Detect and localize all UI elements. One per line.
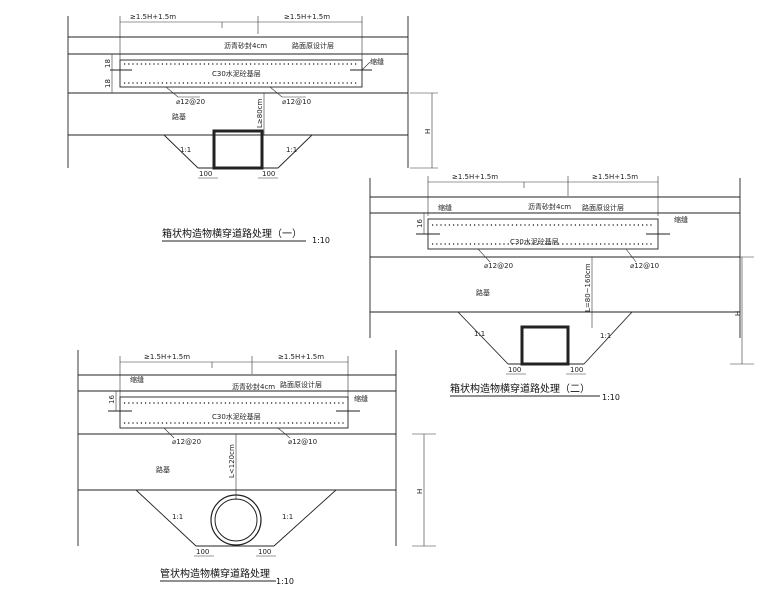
diagram-title: 管状构造物横穿道路处理 [160,567,270,580]
slope-left-label: 1:1 [474,330,485,338]
rebar-spacing-20-label: ⌀12@20 [484,262,513,270]
slope-right-label: 1:1 [282,513,293,521]
dim-left-label: ≥1.5H+1.5m [144,353,190,361]
dim-left-label: ≥1.5H+1.5m [130,13,176,21]
width-left-label: 100 [196,548,209,556]
diagram-box-culvert-2: ≥1.5H+1.5m ≥1.5H+1.5m 16 L=80~160cm H 10… [369,173,754,402]
shrink-joint-right-label: 缩缝 [354,394,368,403]
subgrade-label: 路基 [172,112,186,121]
dim-right-label: ≥1.5H+1.5m [592,173,638,181]
slope-left [163,134,199,169]
width-right-label: 100 [262,170,275,178]
diagram-pipe-culvert: ≥1.5H+1.5m ≥1.5H+1.5m 16 L<120cm H 100 1… [77,350,436,586]
slope-right-label: 1:1 [600,332,611,340]
seal-label: 沥青砂封4cm [224,41,267,50]
slope-left-label: 1:1 [172,513,183,521]
rebar-spacing-20-label: ⌀12@20 [176,98,205,106]
seal-label: 沥青砂封4cm [528,202,571,211]
dimension-top: ≥1.5H+1.5m ≥1.5H+1.5m [427,173,659,216]
box-culvert [212,129,264,170]
shrink-joint-right-label: 缩缝 [674,215,688,224]
seal-label: 沥青砂封4cm [232,382,275,391]
diagram-scale: 1:10 [276,577,294,586]
l-dimension-label: L=80~160cm [584,263,592,312]
rebar-spacing-10-label: ⌀12@10 [630,262,659,270]
concrete-label: C30水泥砼基层 [212,412,261,421]
dimension-top: ≥1.5H+1.5m ≥1.5H+1.5m [119,13,363,60]
width-right-label: 100 [570,366,583,374]
shrink-joint-left-label: 缩缝 [438,203,452,212]
l-dimension-label: L≥80cm [256,98,264,128]
diagram-scale: 1:10 [602,393,620,402]
concrete-slab [119,396,349,429]
pipe-culvert-inner [214,498,258,542]
slope-left-label: 1:1 [180,146,191,154]
thickness-label-1: 18 [104,59,112,68]
shrink-joint-left-label: 缩缝 [130,375,144,384]
dim-left-label: ≥1.5H+1.5m [452,173,498,181]
width-left-label: 100 [199,170,212,178]
slope-right-label: 1:1 [286,146,297,154]
diagram-title: 箱状构造物横穿道路处理（一） [162,227,302,240]
h-dimension-label: H [416,489,424,494]
dimension-top: ≥1.5H+1.5m ≥1.5H+1.5m [119,353,349,400]
thickness-label: 16 [108,395,116,404]
slope-left [135,489,197,547]
layer-label: 路面原设计层 [582,203,624,212]
diagram-scale: 1:10 [312,236,330,245]
concrete-label: C30水泥砼基层 [510,237,559,246]
l-dimension-label: L<120cm [228,444,236,478]
thickness-label-2: 18 [104,79,112,88]
width-left-label: 100 [508,366,521,374]
width-right-label: 100 [258,548,271,556]
shrink-joint-label: 缩缝 [370,57,384,66]
slope-left [457,311,509,365]
subgrade-label: 路基 [156,465,170,474]
slope-right [583,311,633,365]
h-dimension-label: H [424,129,432,134]
rebar-spacing-10-label: ⌀12@10 [282,98,311,106]
subgrade-label: 路基 [476,288,490,297]
diagram-box-culvert-1: ≥1.5H+1.5m ≥1.5H+1.5m 18 18 L≥80cm [67,13,438,245]
layer-label: 路面原设计层 [280,380,322,389]
concrete-slab [119,59,363,88]
rebar-spacing-20-label: ⌀12@20 [172,438,201,446]
layer-label: 路面原设计层 [292,41,334,50]
slope-right [273,489,337,547]
box-culvert [520,325,570,366]
dim-right-label: ≥1.5H+1.5m [284,13,330,21]
diagram-title: 箱状构造物横穿道路处理（二） [450,382,590,395]
pipe-culvert-outer [210,494,262,546]
h-dimension-label: H [734,311,742,316]
thickness-label: 16 [416,219,424,228]
dim-right-label: ≥1.5H+1.5m [278,353,324,361]
rebar-spacing-10-label: ⌀12@10 [288,438,317,446]
slope-right [277,134,313,169]
concrete-label: C30水泥砼基层 [212,69,261,78]
